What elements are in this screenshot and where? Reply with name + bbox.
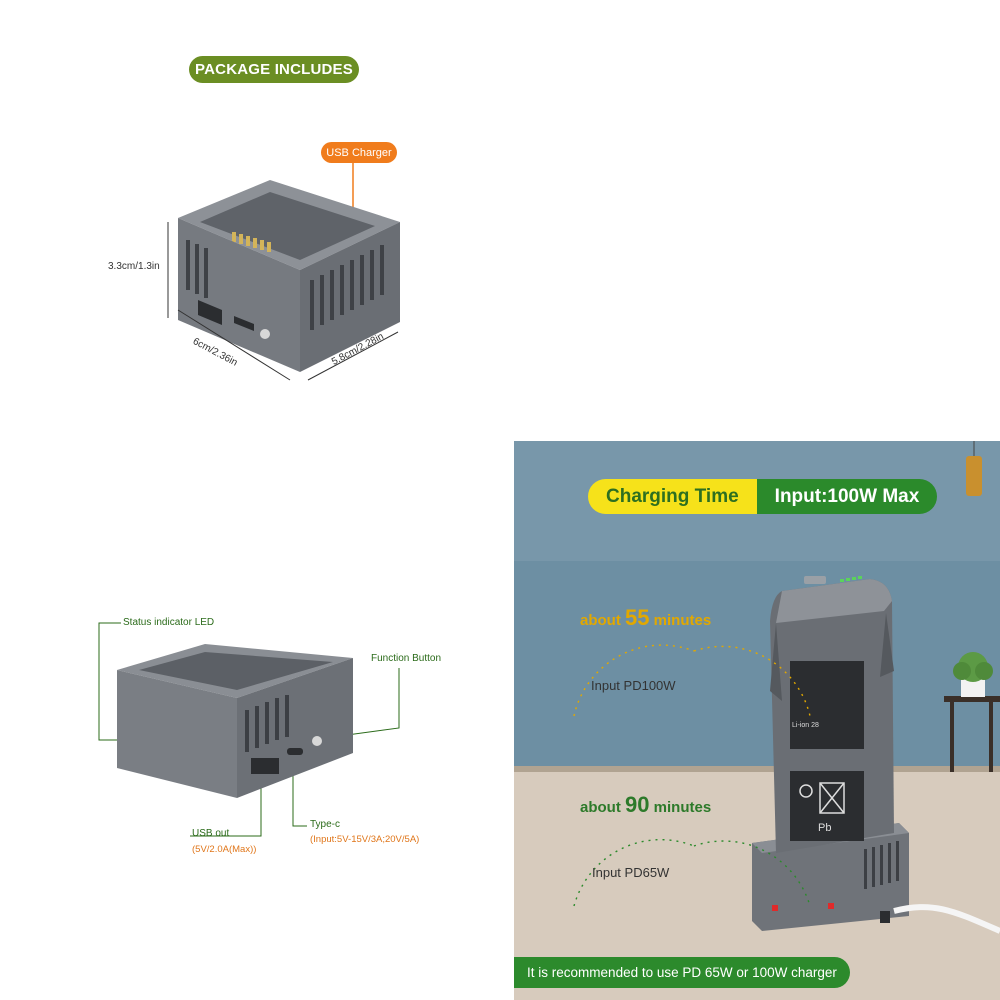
package-includes-title: PACKAGE INCLUDES (189, 56, 359, 83)
slow-value: 90 (625, 792, 650, 817)
battery-pb-label: Pb (818, 822, 832, 834)
usb-out-spec: (5V/2.0A(Max)) (192, 844, 257, 855)
fast-prefix: about (580, 612, 621, 629)
fast-gauge-label: Input PD100W (591, 678, 676, 693)
slow-prefix: about (580, 799, 621, 816)
input-max-label: Input:100W Max (756, 479, 938, 514)
fast-charge-time: about 55 minutes (580, 605, 711, 631)
typec-spec: (Input:5V-15V/3A;20V/5A) (310, 834, 420, 845)
status-led-label: Status indicator LED (123, 617, 215, 628)
charging-time-ad-background (514, 441, 1000, 1000)
charging-time-label: Charging Time (588, 479, 757, 514)
slow-charge-time: about 90 minutes (580, 792, 711, 818)
usb-charger-port-diagram (98, 622, 400, 837)
battery-model-label: Li-ion 28 (792, 722, 819, 729)
charger-recommendation: It is recommended to use PD 65W or 100W … (514, 957, 850, 988)
function-button-label: Function Button (371, 653, 442, 664)
fast-value: 55 (625, 605, 650, 630)
slow-gauge-label: Input PD65W (592, 865, 670, 880)
usb-charger-top-image (167, 163, 400, 381)
charging-time-banner: Charging Time Input:100W Max (588, 479, 938, 514)
fast-unit: minutes (653, 612, 712, 629)
typec-label: Type-c (310, 819, 341, 830)
height-dimension: 3.3cm/1.3in (108, 261, 160, 272)
slow-unit: minutes (653, 799, 712, 816)
usb-out-label: USB out (192, 828, 230, 839)
usb-charger-tag: USB Charger (321, 142, 397, 163)
